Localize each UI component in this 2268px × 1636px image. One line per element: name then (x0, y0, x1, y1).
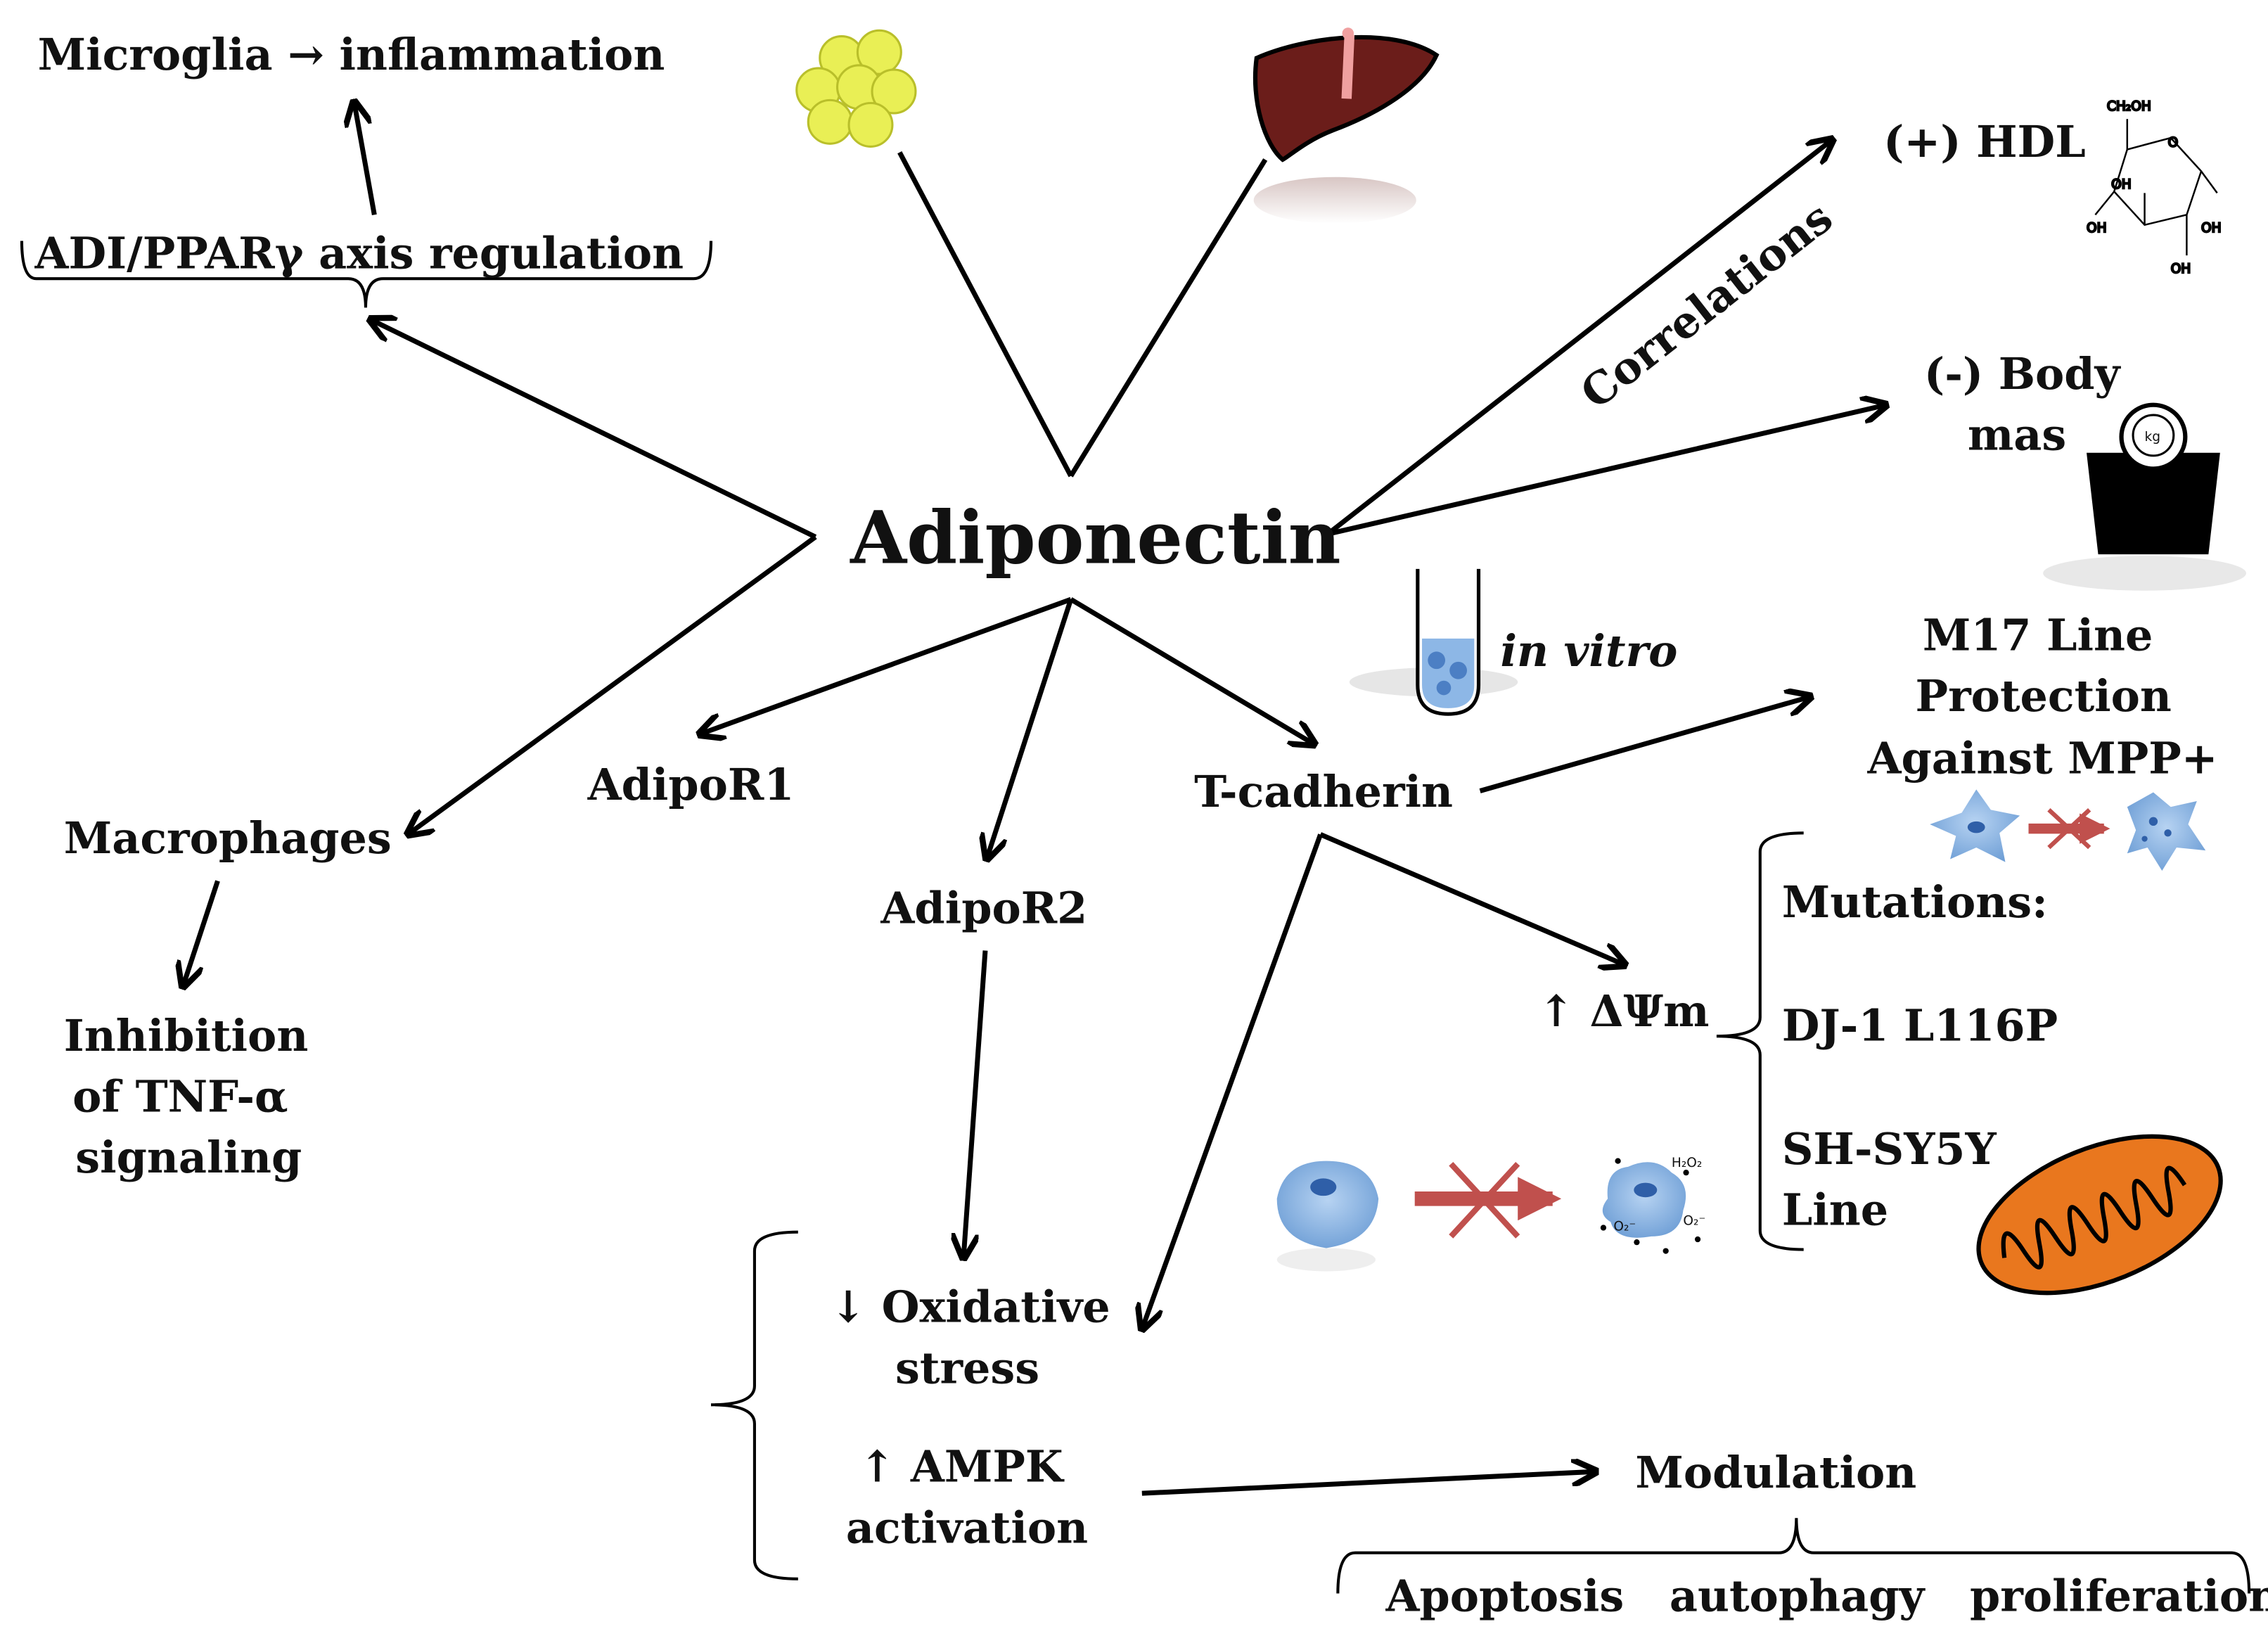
labels: Microglia → inflammation ADI/PPARγ axis … (34, 29, 2268, 1621)
outcomes-label: Apoptosis autophagy proliferation (1385, 1570, 2268, 1621)
test-tube-icon (1349, 568, 1518, 716)
inhibition-arrow-icon (2028, 808, 2110, 850)
ch2oh-glyph: CH₂OH (2107, 99, 2151, 114)
arrow-adi-axis (370, 319, 817, 539)
m17-label-3: Against MPP+ (1866, 733, 2217, 784)
arrow-oxidative-from-tcadherin (1142, 833, 1323, 1329)
arrow-adipor2 (987, 599, 1074, 859)
oxidative-label-2: stress (895, 1342, 1039, 1393)
shsy5y-label-2: Line (1782, 1184, 1888, 1235)
hdl-label: (+) HDL (1883, 116, 2086, 167)
kg-glyph: kg (2145, 430, 2161, 445)
braces (20, 241, 2251, 1594)
arrow-macrophages (408, 535, 817, 834)
h2o2-glyph: H₂O₂ (1672, 1156, 1702, 1170)
o2-glyph-2: O₂⁻ (1683, 1213, 1705, 1228)
arrow-adipor1 (700, 596, 1072, 734)
modulation-label: Modulation (1635, 1447, 1916, 1498)
inhibition-label-1: Inhibition (64, 1010, 309, 1061)
arrow-microglia (354, 101, 377, 215)
connector-lines (183, 101, 1886, 1496)
brace-mutations (1716, 831, 1804, 1251)
scale-icon: kg (2043, 402, 2246, 591)
line-liver (1068, 158, 1268, 478)
mutations-label: Mutations: (1782, 876, 2048, 928)
arrow-modulation (1141, 1471, 1596, 1496)
adipor1-label: AdipoR1 (587, 759, 795, 810)
fat-cells-icon (795, 29, 917, 148)
arrow-oxidative-from-adipor2 (963, 950, 988, 1258)
correlations-label: Correlations (1571, 191, 1842, 418)
oh-glyph-4: OH (2171, 262, 2191, 276)
liver-icon (1252, 27, 1440, 224)
arrow-tcadherin (1069, 597, 1315, 744)
ampk-label-2: activation (846, 1502, 1088, 1553)
oh-glyph-3: OH (2201, 221, 2222, 236)
page-title: Adiponectin (850, 496, 1341, 581)
m17-label-2: Protection (1916, 670, 2172, 722)
glucose-molecule-icon: CH₂OH O OH OH OH OH (2086, 98, 2222, 278)
inhibition-label-3: signaling (75, 1132, 302, 1183)
arrow-inhibition (183, 880, 220, 987)
body-mass-label-2: mas (1968, 409, 2066, 461)
damaged-cell-icon (2127, 792, 2206, 871)
arrow-m17 (1479, 696, 1811, 793)
ring-o-glyph: O (2168, 135, 2179, 150)
healthy-cell-icon (1276, 1161, 1379, 1272)
brace-adi-axis (20, 241, 713, 308)
macrophages-label: Macrophages (64, 812, 392, 864)
oxidative-label-1: ↓ Oxidative (830, 1282, 1110, 1333)
shsy5y-label-1: SH-SY5Y (1782, 1123, 1997, 1175)
o2-glyph-1: O₂⁻ (1613, 1220, 1636, 1234)
m17-label-1: M17 Line (1923, 609, 2153, 660)
inhibition-label-2: of TNF-α (72, 1071, 288, 1122)
ampk-label-1: ↑ AMPK (859, 1441, 1064, 1493)
delta-psi-label: ↑ ΔΨm (1538, 985, 1709, 1037)
dj1-label: DJ-1 L116P (1782, 999, 2058, 1051)
body-mass-label-1: (-) Body (1924, 348, 2122, 400)
inhibition-arrow-icon-2 (1414, 1161, 1562, 1239)
oh-glyph-1: OH (2111, 177, 2132, 192)
arrow-hdl (1326, 139, 1833, 537)
mitochondrion-icon (1976, 1134, 2223, 1296)
in-vitro-label: in vitro (1500, 625, 1677, 677)
oh-glyph-2: OH (2087, 221, 2107, 236)
microglia-label: Microglia → inflammation (38, 29, 665, 80)
brace-left-effects (711, 1230, 798, 1580)
neuron-cell-icon (1930, 789, 2020, 862)
tcadherin-label: T-cadherin (1194, 766, 1453, 817)
line-fat-cells (897, 151, 1073, 478)
brace-outcomes (1336, 1518, 2251, 1594)
arrow-body-mass (1327, 405, 1886, 537)
adipor2-label: AdipoR2 (880, 882, 1087, 933)
ros-cell-icon: H₂O₂ O₂⁻ O₂⁻ (1600, 1156, 1705, 1254)
adi-axis-label: ADI/PPARγ axis regulation (34, 228, 684, 279)
arrow-delta-psi (1319, 832, 1625, 965)
